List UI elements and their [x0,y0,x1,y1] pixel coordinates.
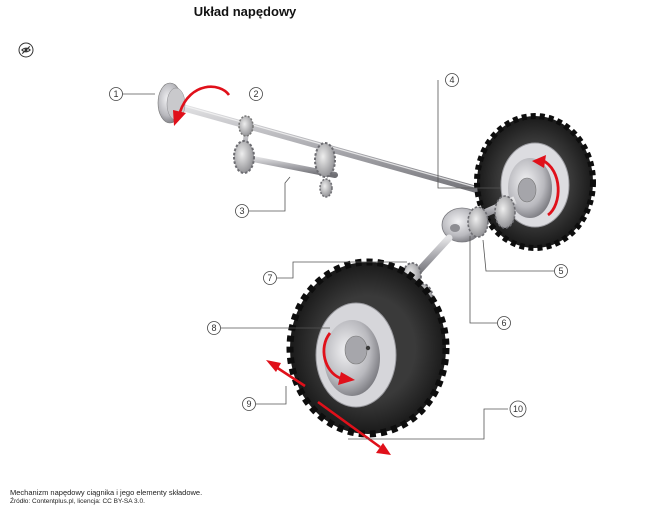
eye-slash-icon [18,42,34,58]
front-wheel-left [286,258,450,438]
gear-mid-large [314,142,336,178]
gear-left-large [233,140,255,174]
rear-wheel-right [474,113,596,251]
page-title: Układ napędowy [193,4,297,19]
travel-direction-arrow [266,360,391,455]
differential [441,195,517,243]
half-shaft [411,234,453,279]
callout-leaders [122,80,554,440]
gear-mid-small [319,178,333,198]
rotation-arrow-front-wheel [322,332,355,385]
main-shaft [166,100,504,200]
visibility-toggle-button[interactable] [18,42,34,58]
figure-caption: Mechanizm napędowy ciągnika i jego eleme… [10,488,202,507]
caption-source: Źródło: Contentplus.pl, licencja: CC BY-… [10,498,145,506]
rotation-arrow-rear-wheel [532,155,560,217]
caption-text: Mechanizm napędowy ciągnika i jego eleme… [10,488,203,497]
rotation-arrow-clutch [173,85,231,126]
gear-small-top [238,115,254,137]
